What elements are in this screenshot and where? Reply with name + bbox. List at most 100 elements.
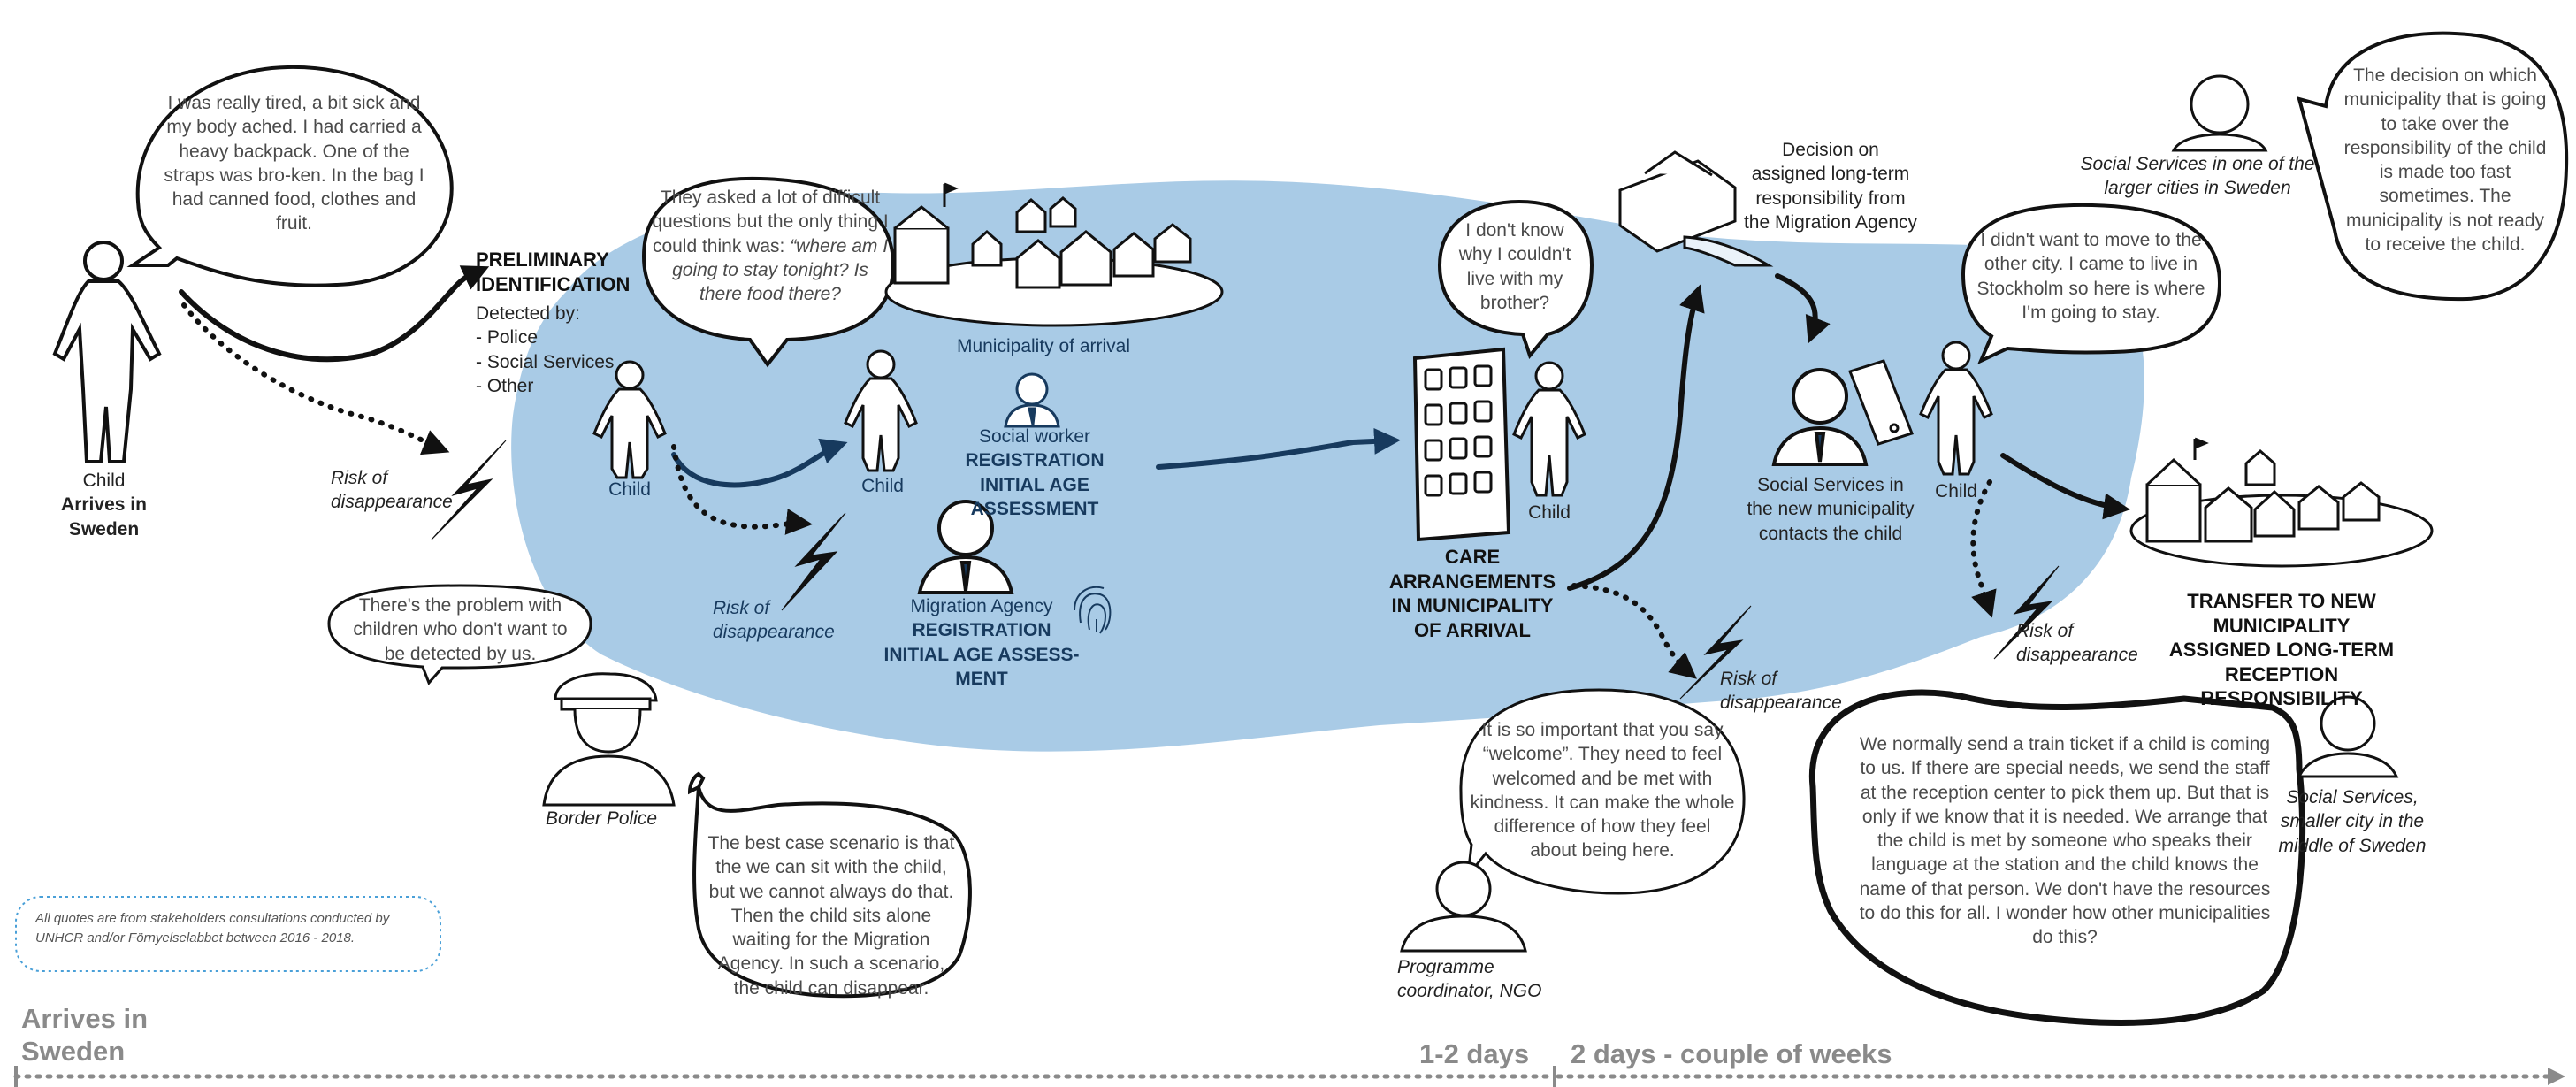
bubble-child-1 (126, 65, 454, 287)
label-care-4: OF ARRIVAL (1414, 618, 1531, 641)
prelim-title-1: PRELIMINARY (476, 249, 609, 271)
migration-agency-block: Migration Agency REGISTRATION INITIAL AG… (875, 594, 1088, 691)
quote-child-1: I was really tired, a bit sick and my bo… (164, 93, 424, 234)
label-sweden: Sweden (68, 518, 140, 540)
bubble-social-large (2297, 31, 2569, 302)
social-worker-block: Social worker REGISTRATION INITIAL AGE A… (937, 425, 1132, 521)
new-municipality-houses (2129, 437, 2434, 568)
detected-item-police: - Police (476, 327, 539, 348)
ss-small-city-bust (2297, 695, 2399, 778)
quote-migration: The best case scenario is that the we ca… (707, 833, 955, 999)
label-municipality-arrival: Municipality of arrival (956, 336, 1131, 356)
footnote-text: All quotes are from stakeholders consult… (35, 911, 390, 945)
risk-label-4: Risk of disappearance (2016, 619, 2149, 668)
label-social-worker: Social worker (978, 426, 1091, 447)
municipality-arrival-houses (884, 182, 1224, 327)
process-area-blob (511, 180, 2144, 752)
risk-line-1: Risk of (1720, 669, 1777, 689)
bubble-child-2 (641, 176, 896, 368)
flow-arrows (179, 265, 2130, 591)
risk-line-2: disappearance (331, 492, 453, 513)
bubble-migration (687, 771, 972, 999)
timeline-phase-2: 2 days - couple of weeks (1571, 1038, 1892, 1069)
child-figure-5 (1919, 341, 1993, 476)
phone-icon (1848, 359, 1914, 446)
footnote-box (15, 896, 441, 972)
label-ngo-2: coordinator, NGO (1397, 981, 1542, 1002)
preliminary-identification: PRELIMINARY IDENTIFICATION Detected by: … (476, 248, 653, 398)
quote-child-3: I don't know why I couldn't live with my… (1458, 220, 1571, 313)
detected-item-social-services: - Social Services (476, 351, 615, 372)
risk-line-2: disappearance (713, 622, 835, 643)
timeline-phase-1: 1-2 days (1419, 1038, 1530, 1069)
bubble-ngo (1459, 688, 1746, 895)
ss-large-city-bust (2171, 74, 2268, 152)
care-arrangements-block: CARE ARRANGEMENTS IN MUNICIPALITY OF ARR… (1375, 545, 1570, 642)
label-ma-initial-age: INITIAL AGE ASSESS- (883, 644, 1080, 665)
risk-line-1: Risk of (713, 598, 770, 618)
label-ss-large-1: Social Services in one of the (2080, 154, 2315, 174)
quote-child-4: I didn't want to move to the other city.… (1976, 230, 2205, 323)
bubble-child-3 (1437, 199, 1594, 360)
label-child: Child (82, 471, 126, 491)
label-sw-assessment: ASSESSMENT (970, 498, 1099, 519)
label-decision-4: the Migration Agency (1743, 211, 1918, 233)
social-worker-bust (1004, 372, 1060, 428)
detected-item-other: - Other (476, 375, 534, 396)
label-arrives-in: Arrives in (61, 494, 147, 516)
transfer-block: TRANSFER TO NEW MUNICIPALITY ASSIGNED LO… (2122, 589, 2441, 711)
quote-border-police: There's the problem with children who do… (353, 595, 568, 664)
label-child-5: Child (1935, 481, 1977, 501)
label-migration-agency: Migration Agency (910, 596, 1053, 616)
label-ss-small-3: middle of Sweden (2278, 835, 2427, 856)
risk-line-2: disappearance (2016, 645, 2138, 666)
child-figure-2 (592, 360, 667, 479)
ngo-coordinator-bust (1400, 861, 1527, 953)
risk-label-3: Risk of disappearance (1720, 667, 1853, 716)
label-transfer-1: TRANSFER TO NEW MUNICIPALITY (2187, 590, 2376, 637)
quote-ngo: It is so important that you say “welcome… (1470, 720, 1735, 861)
risk-label-1: Risk of disappearance (331, 466, 463, 515)
label-ma-ment: MENT (955, 668, 1008, 689)
ss-small-city-block: Social Services, smaller city in the mid… (2277, 785, 2427, 858)
label-ma-registration: REGISTRATION (912, 620, 1051, 641)
quote-social-small: We normally send a train ticket if a chi… (1859, 734, 2271, 948)
label-ss-small-2: smaller city in the (2280, 811, 2425, 832)
label-child-arrives: Child Arrives in Sweden (27, 469, 181, 541)
lightning-icon (431, 440, 2060, 700)
printer-icon (1618, 150, 1774, 267)
label-care-3: IN MUNICIPALITY (1391, 594, 1554, 616)
label-ss-new-2: the new municipality (1747, 499, 1915, 520)
label-child-3: Child (861, 476, 904, 496)
quote-social-large: The decision on which municipality that … (2343, 65, 2547, 256)
quote-child-2-plain: They asked a lot of difficult questions … (652, 188, 889, 256)
bubble-child-4 (1961, 203, 2222, 365)
ss-new-municipality-block: Social Services in the new municipality … (1729, 473, 1932, 546)
label-decision-3: responsibility from (1755, 188, 1906, 209)
disappearance-arrows (181, 302, 1997, 679)
label-care-1: CARE (1444, 546, 1501, 568)
decision-block: Decision on assigned long-term responsib… (1724, 138, 1937, 234)
risk-label-2: Risk of disappearance (713, 596, 845, 645)
quote-child-2-italic: “where am I going to stay tonight? Is th… (672, 235, 889, 305)
label-ss-new-3: contacts the child (1758, 523, 1903, 544)
risk-line-1: Risk of (2016, 621, 2074, 641)
risk-line-1: Risk of (331, 468, 388, 488)
ss-large-city-block: Social Services in one of the larger cit… (2074, 152, 2321, 201)
child-figure-4 (1512, 361, 1586, 497)
bubble-social-small (1808, 689, 2306, 1026)
child-figure-arrives (52, 241, 162, 463)
label-ngo-1: Programme (1397, 957, 1494, 977)
label-ss-small-1: Social Services, (2286, 787, 2419, 808)
fingerprint-icon (1074, 586, 1112, 634)
timeline-start-1: Arrives in (21, 1003, 149, 1034)
label-child-4: Child (1528, 502, 1571, 523)
label-care-2: ARRANGEMENTS (1388, 570, 1556, 593)
timeline-start-2: Sweden (21, 1036, 126, 1068)
label-sw-initial-age: INITIAL AGE (980, 474, 1089, 495)
label-ss-large-2: larger cities in Sweden (2104, 178, 2291, 199)
risk-line-2: disappearance (1720, 693, 1842, 714)
label-decision-1: Decision on (1782, 140, 1879, 160)
label-transfer-3: RESPONSIBILITY (2200, 687, 2363, 709)
border-police-bust (542, 672, 676, 807)
